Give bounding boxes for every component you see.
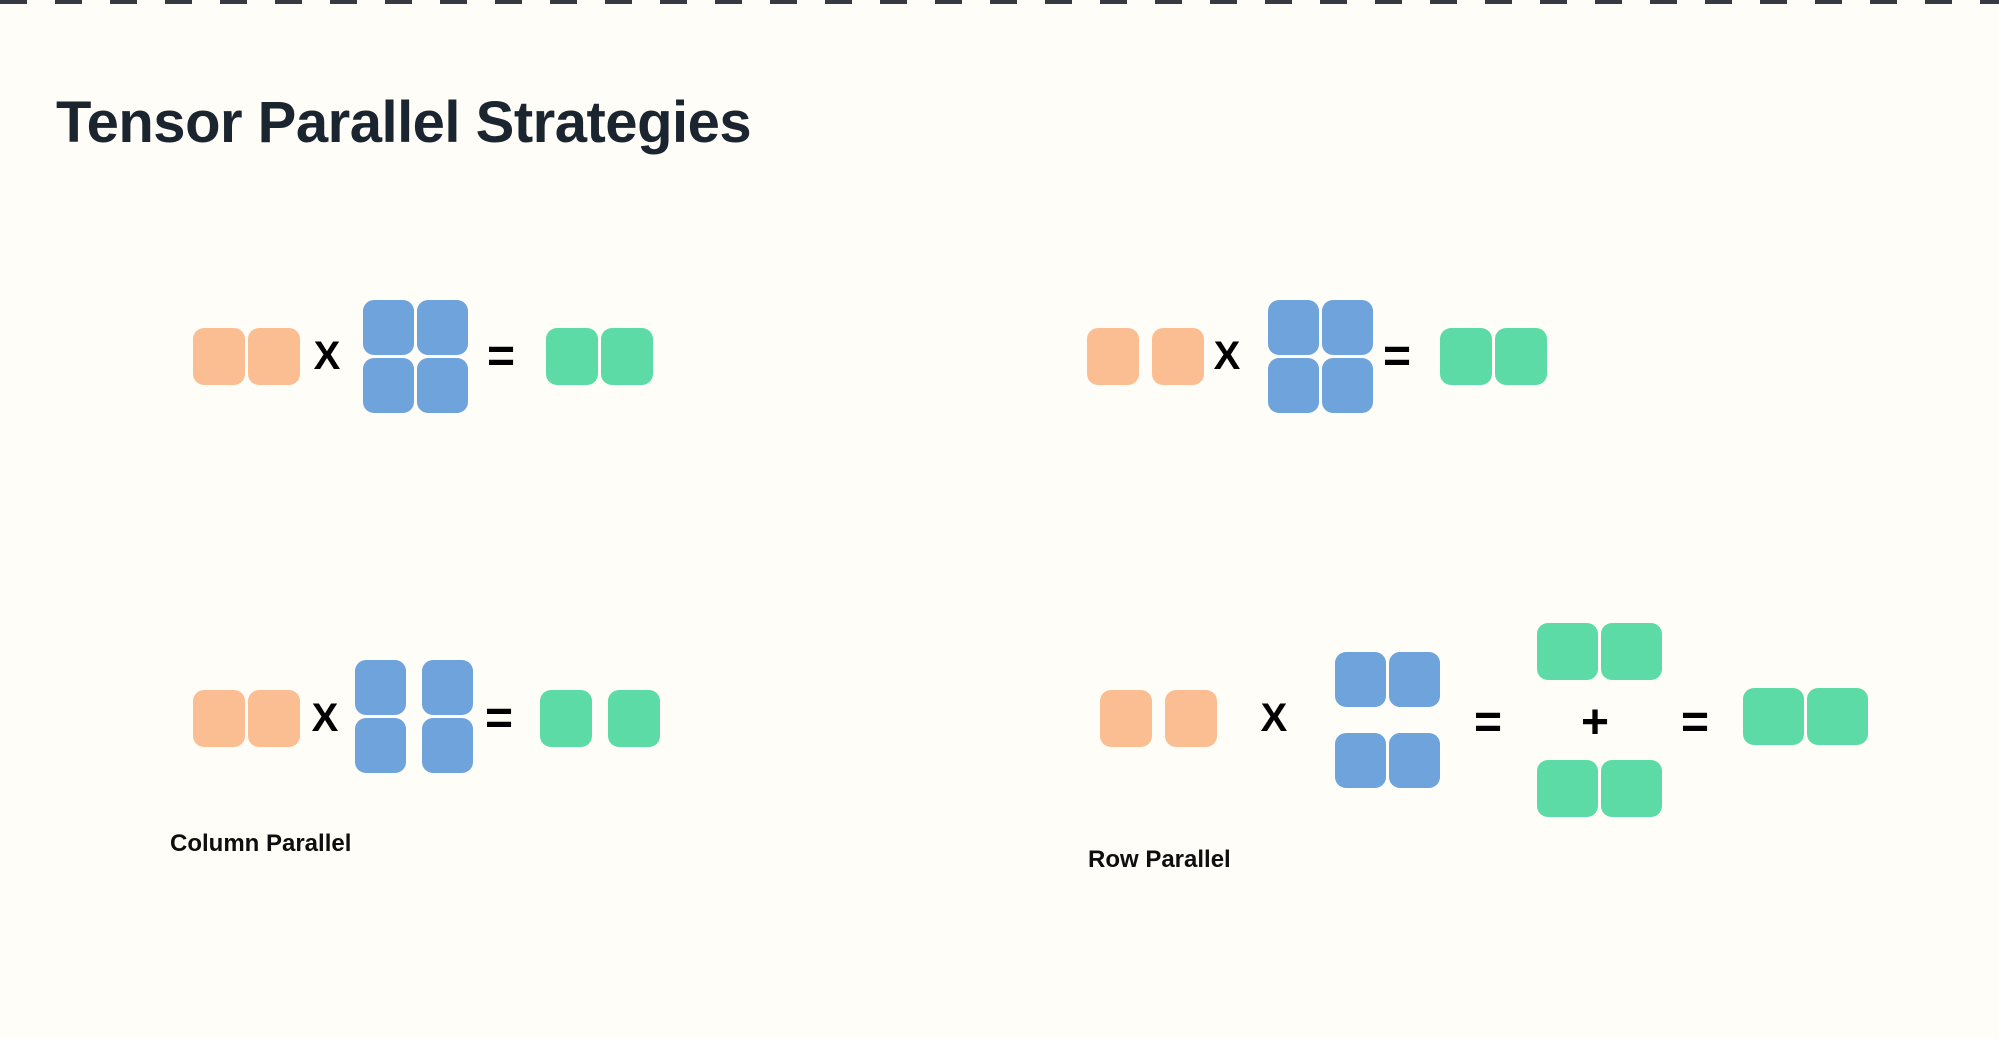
input-block xyxy=(1100,690,1152,747)
input-block xyxy=(1152,328,1204,385)
weight-matrix-column-split xyxy=(355,660,473,773)
result-block xyxy=(608,690,660,747)
weight-block xyxy=(363,358,414,413)
result-block xyxy=(1440,328,1492,385)
weight-block xyxy=(1335,733,1386,788)
input-matrix xyxy=(193,690,300,747)
weight-block xyxy=(417,358,468,413)
input-block xyxy=(248,690,300,747)
weight-matrix xyxy=(1268,300,1373,413)
multiply-operator: X xyxy=(313,334,341,378)
equals-operator: = xyxy=(486,330,516,383)
input-matrix xyxy=(1100,690,1217,747)
multiply-operator: X xyxy=(1260,696,1288,740)
weight-block xyxy=(1322,300,1373,355)
weight-block xyxy=(422,660,473,715)
row-parallel-label: Row Parallel xyxy=(1088,846,1231,873)
weight-block xyxy=(1268,358,1319,413)
equals-operator: = xyxy=(1680,696,1710,749)
top-dashed-border xyxy=(0,0,1999,4)
input-block xyxy=(1087,328,1139,385)
input-block xyxy=(1165,690,1217,747)
page-title: Tensor Parallel Strategies xyxy=(56,89,752,155)
weight-matrix xyxy=(363,300,468,413)
partial_bottom-block xyxy=(1601,760,1662,817)
weight-block xyxy=(355,660,406,715)
weight-matrix-row-split xyxy=(1335,652,1440,788)
multiply-operator: X xyxy=(311,696,339,740)
input-block xyxy=(193,690,245,747)
weight-block xyxy=(1335,652,1386,707)
weight-block xyxy=(355,718,406,773)
weight-block xyxy=(1389,652,1440,707)
weight-block xyxy=(1389,733,1440,788)
partial-output-top xyxy=(1537,623,1662,680)
output-matrix xyxy=(1440,328,1547,385)
partial-output-bottom xyxy=(1537,760,1662,817)
result-block xyxy=(1743,688,1804,745)
input-block xyxy=(248,328,300,385)
weight-block xyxy=(1268,300,1319,355)
result-block xyxy=(540,690,592,747)
input-matrix xyxy=(193,328,300,385)
equals-operator: = xyxy=(1382,330,1412,383)
output-matrix xyxy=(546,328,653,385)
equals-operator: = xyxy=(484,692,514,745)
result-block xyxy=(1807,688,1868,745)
output-matrix xyxy=(1743,688,1868,745)
weight-block xyxy=(417,300,468,355)
output-matrix-column-split xyxy=(540,690,660,747)
multiply-operator: X xyxy=(1213,334,1241,378)
result-block xyxy=(601,328,653,385)
result-block xyxy=(546,328,598,385)
partial_top-block xyxy=(1601,623,1662,680)
plus-operator: + xyxy=(1580,696,1610,749)
partial_top-block xyxy=(1537,623,1598,680)
weight-block xyxy=(363,300,414,355)
partial_bottom-block xyxy=(1537,760,1598,817)
result-block xyxy=(1495,328,1547,385)
input-matrix xyxy=(1087,328,1204,385)
weight-block xyxy=(1322,358,1373,413)
column-parallel-label: Column Parallel xyxy=(170,830,352,857)
equals-operator: = xyxy=(1473,696,1503,749)
weight-block xyxy=(422,718,473,773)
input-block xyxy=(193,328,245,385)
